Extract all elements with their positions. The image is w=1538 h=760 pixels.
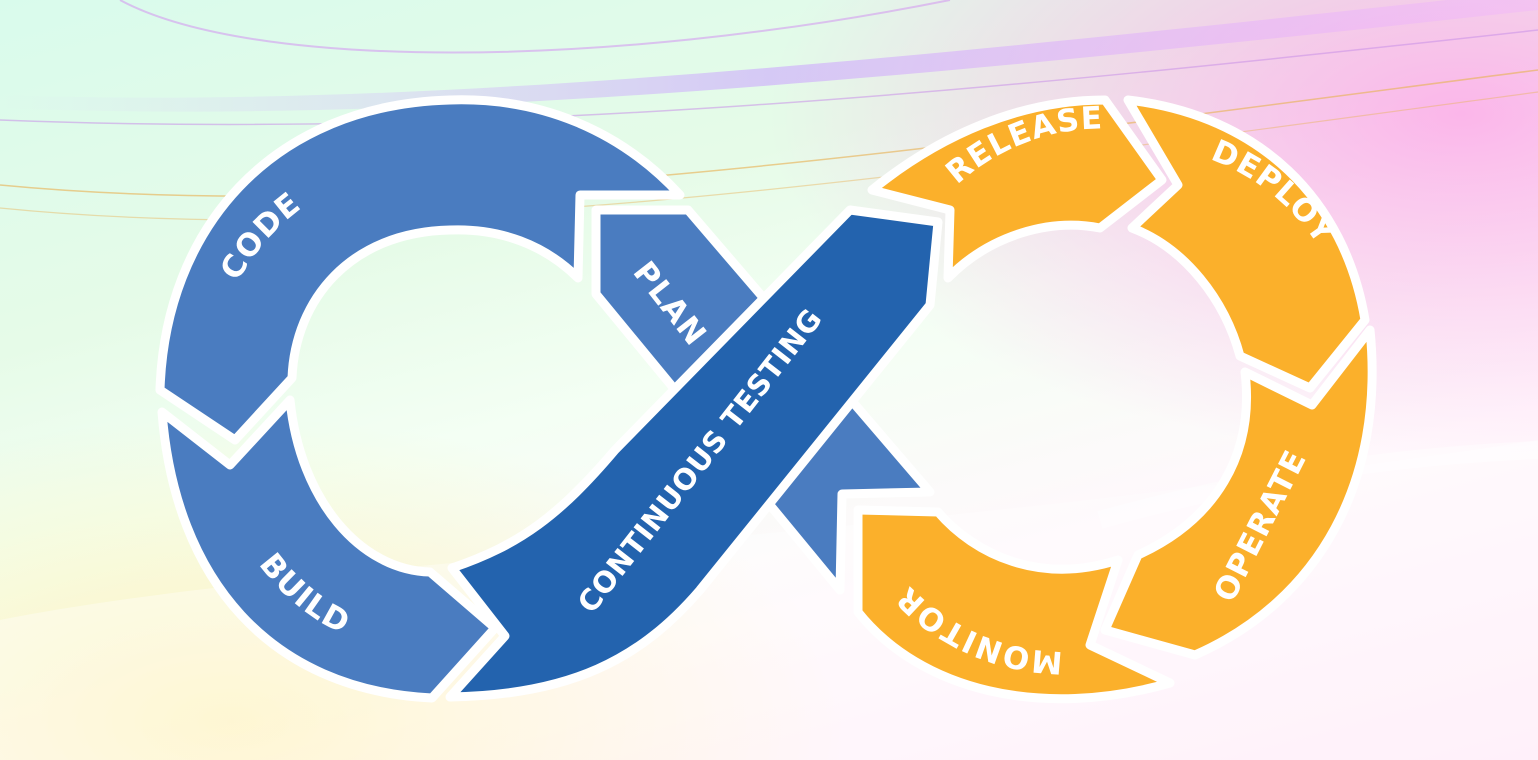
code-segment [155,95,685,445]
ops-loop [853,95,1377,704]
operate-segment [1100,325,1377,660]
monitor-segment [853,505,1175,704]
build-segment [157,395,500,703]
continuous-testing-band [445,205,943,702]
dev-loop [155,95,935,703]
release-segment [867,95,1167,283]
deploy-segment [1123,95,1370,393]
